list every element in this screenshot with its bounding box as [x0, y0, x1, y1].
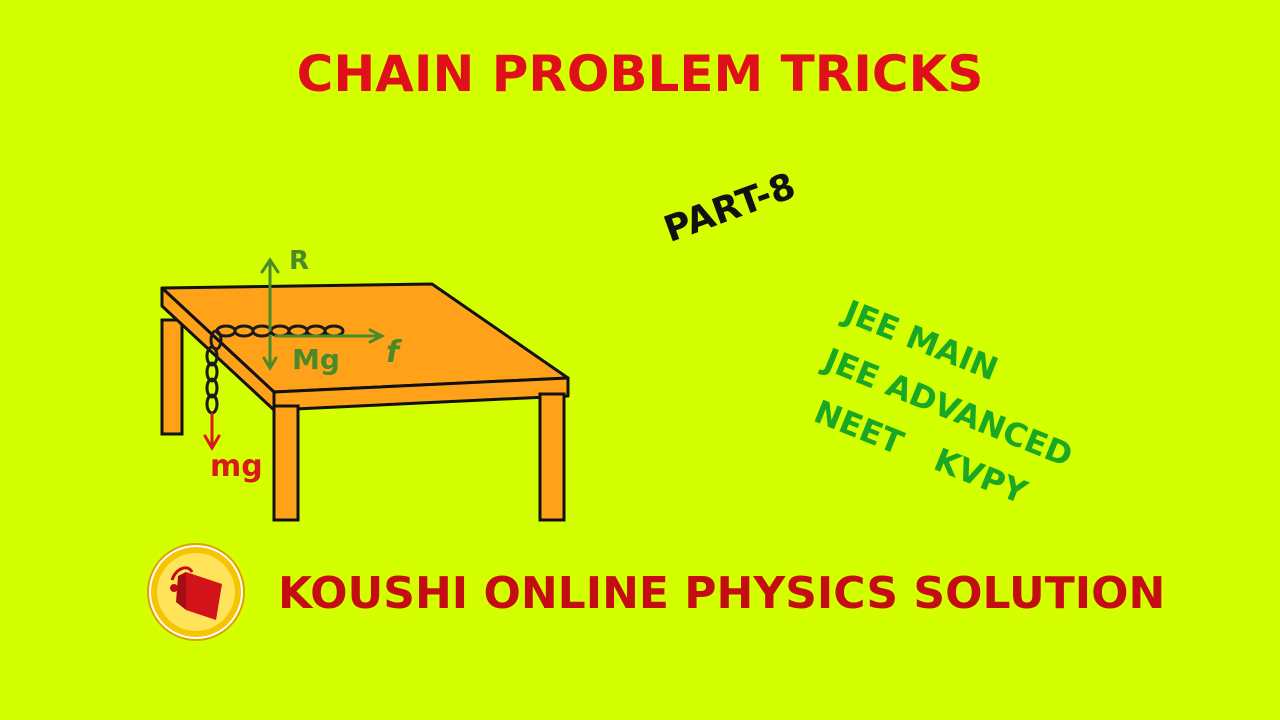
brand-name: KOUSHI ONLINE PHYSICS SOLUTION: [278, 568, 1166, 619]
exam-neet: NEET: [808, 392, 909, 463]
chain-hanging: [205, 329, 223, 415]
exam-jee-main: JEE MAIN: [838, 292, 1004, 389]
brand-logo: [147, 543, 245, 641]
label-normal-force: R: [289, 246, 310, 276]
thumbnail-title: CHAIN PROBLEM TRICKS: [296, 45, 984, 103]
label-friction: f: [386, 335, 400, 370]
exam-kvpy: KVPY: [928, 440, 1033, 512]
table-chain-diagram: [160, 257, 570, 522]
part-label: PART-8: [658, 165, 801, 251]
label-weight-hanging: mg: [210, 449, 263, 484]
force-arrows: [203, 257, 386, 451]
table-top: [160, 282, 570, 394]
exam-jee-advanced: JEE ADVANCED: [818, 340, 1079, 475]
table-leg-right: [538, 392, 566, 522]
table-leg-left: [160, 318, 184, 436]
table-leg-front: [272, 404, 300, 522]
label-weight-on-table: Mg: [292, 343, 340, 376]
